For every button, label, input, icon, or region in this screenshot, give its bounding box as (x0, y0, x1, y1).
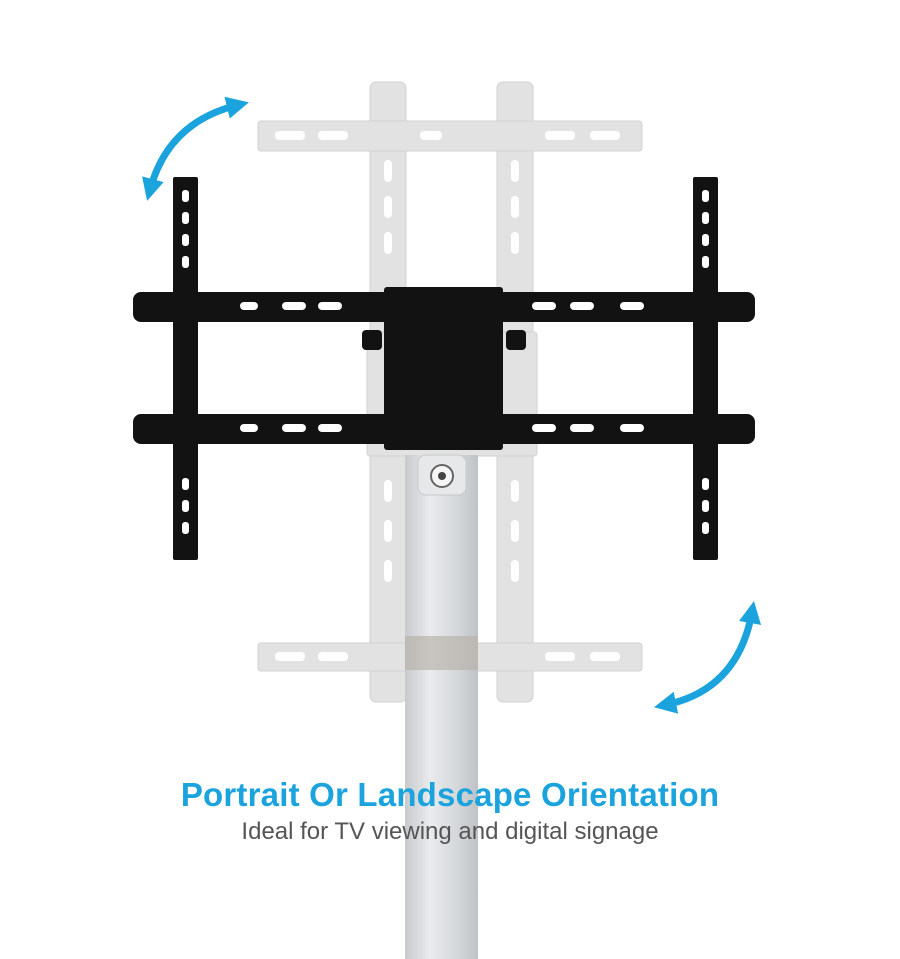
tilt-knob-right (506, 330, 526, 350)
upright-left (173, 177, 198, 560)
mount-slots (182, 190, 709, 534)
rotate-arrow-bottom-right-icon (654, 600, 762, 714)
tilt-knob-left (362, 330, 382, 350)
stand-pole (405, 454, 478, 959)
ghost-slots (275, 131, 620, 661)
ghost-crossbar-top (257, 120, 643, 152)
center-bracket (384, 287, 503, 450)
landscape-mount (133, 177, 755, 560)
rotate-arrow-top-left-icon (142, 96, 249, 201)
headline: Portrait Or Landscape Orientation (180, 776, 720, 813)
upright-right (693, 177, 718, 560)
subline: Ideal for TV viewing and digital signage (241, 818, 659, 845)
